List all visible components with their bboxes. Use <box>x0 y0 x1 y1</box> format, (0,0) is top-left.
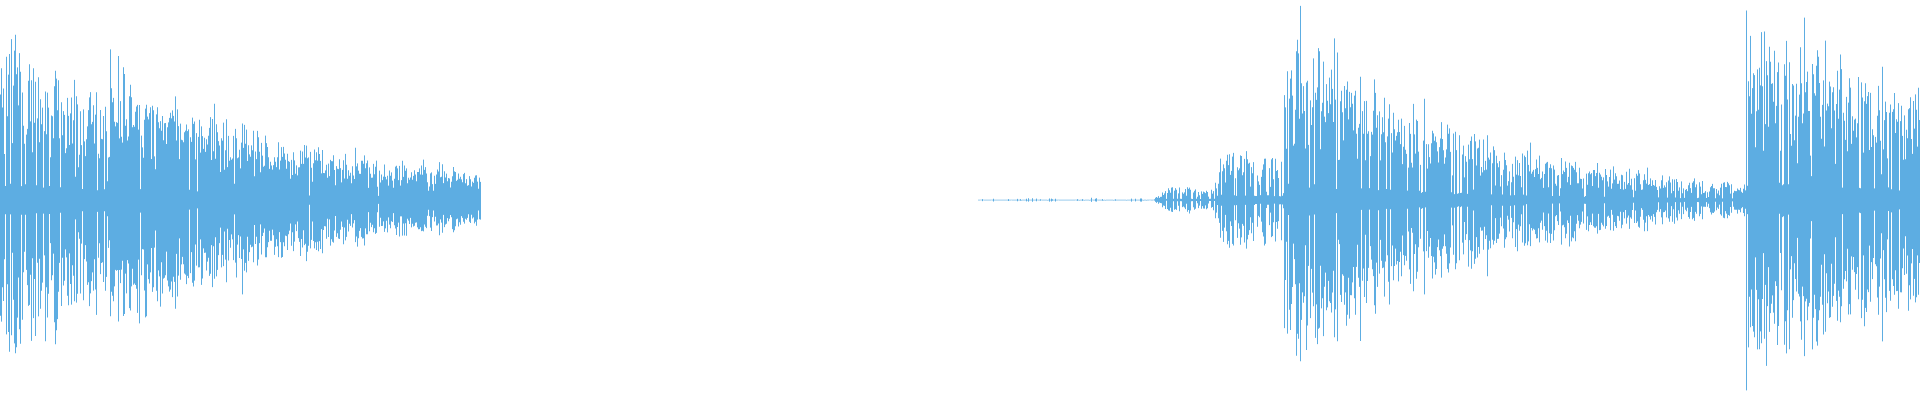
waveform-path <box>0 5 1920 391</box>
waveform-trace <box>0 5 1920 391</box>
